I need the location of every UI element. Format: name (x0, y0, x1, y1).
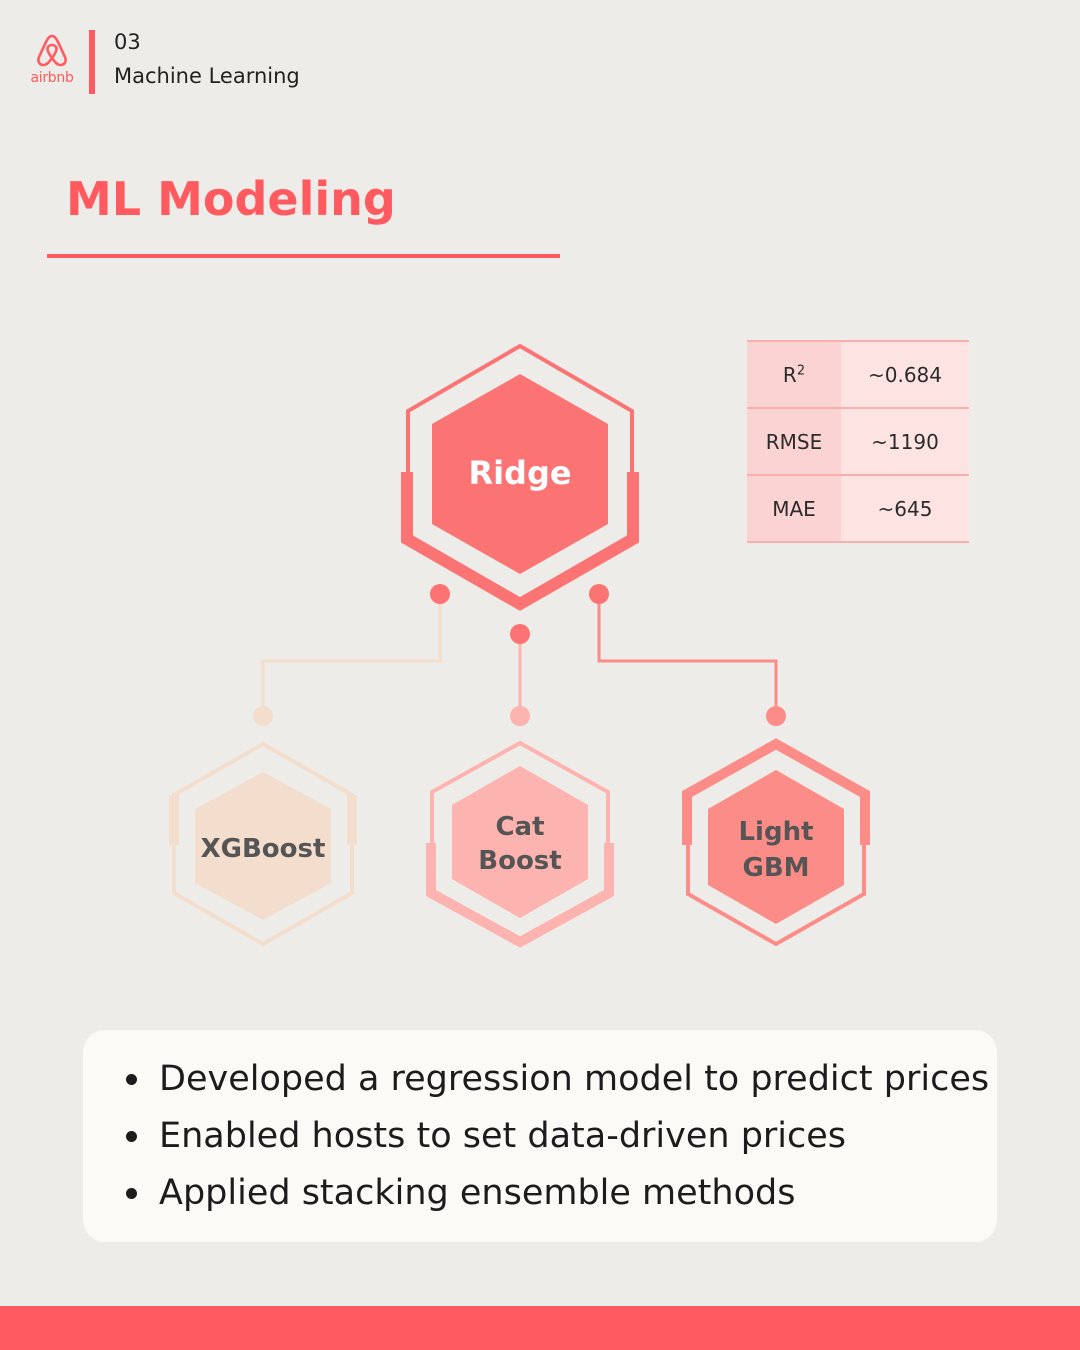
summary-item: Applied stacking ensemble methods (121, 1171, 997, 1228)
metric-row-rmse: RMSE ~1190 (747, 407, 969, 476)
section-number: 03 (114, 30, 141, 54)
footer-bar (0, 1306, 1080, 1350)
page-title: ML Modeling (66, 172, 396, 226)
xgboost-node: XGBoost (169, 741, 357, 947)
summary-item: Developed a regression model to predict … (121, 1057, 997, 1114)
stacking-diagram: Ridge XGBoost Cat Boost Light GBM (169, 343, 870, 948)
ridge-label: Ridge (468, 454, 571, 492)
metric-name-r2: R2 (747, 340, 841, 409)
airbnb-logo: airbnb (26, 32, 78, 86)
metric-row-r2: R2 ~0.684 (747, 340, 969, 409)
catboost-label-line1: Cat (495, 812, 544, 842)
title-underline (47, 254, 560, 258)
metric-value-r2: ~0.684 (841, 340, 969, 409)
xgboost-label: XGBoost (201, 834, 326, 864)
xgboost-input-dot (253, 706, 273, 726)
meta-output-dot-left (430, 584, 450, 604)
header-accent-bar (89, 30, 95, 94)
meta-output-dot-center (510, 624, 530, 644)
logo-wordmark: airbnb (30, 70, 74, 86)
lightgbm-node: Light GBM (682, 738, 870, 947)
metric-value-rmse: ~1190 (841, 407, 969, 476)
connector-lightgbm (597, 594, 778, 716)
metrics-table: R2 ~0.684 RMSE ~1190 MAE ~645 (747, 340, 969, 543)
catboost-input-dot (510, 706, 530, 726)
metric-name-rmse: RMSE (747, 407, 841, 476)
lightgbm-input-dot (766, 706, 786, 726)
summary-card: Developed a regression model to predict … (83, 1030, 997, 1242)
lightgbm-label-line2: GBM (742, 853, 809, 883)
catboost-node: Cat Boost (426, 740, 614, 948)
connector-xgboost (261, 594, 442, 716)
meta-output-dot-right (589, 584, 609, 604)
catboost-label-line2: Boost (478, 846, 561, 876)
metric-row-mae: MAE ~645 (747, 474, 969, 543)
lightgbm-label-line1: Light (738, 817, 813, 847)
metric-value-mae: ~645 (841, 474, 969, 543)
metric-name-mae: MAE (747, 474, 841, 543)
summary-item: Enabled hosts to set data-driven prices (121, 1114, 997, 1171)
ridge-node: Ridge (401, 343, 639, 611)
airbnb-icon (37, 34, 67, 67)
section-name: Machine Learning (114, 64, 300, 88)
summary-list: Developed a regression model to predict … (121, 1057, 997, 1228)
